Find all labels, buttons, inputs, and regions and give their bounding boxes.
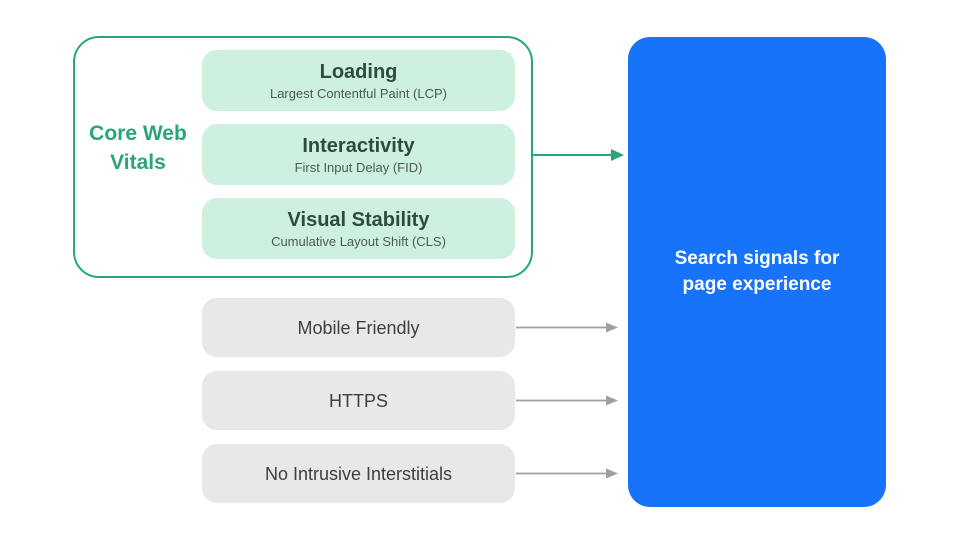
- search-signals-box: Search signals for page experience: [628, 37, 886, 507]
- cwv-pill-interactivity-subtitle: First Input Delay (FID): [294, 159, 423, 175]
- cwv-pill-visual-stability-title: Visual Stability: [287, 208, 430, 231]
- arrow-no-intrusive-interstitials: [516, 468, 618, 479]
- cwv-pill-loading-subtitle: Largest Contentful Paint (LCP): [269, 85, 448, 101]
- core-web-vitals-label: Core Web Vitals: [89, 122, 187, 174]
- signal-pill-https-label: HTTPS: [328, 390, 388, 411]
- signal-pill-mobile-friendly: Mobile Friendly: [202, 298, 515, 357]
- cwv-pill-loading: Loading Largest Contentful Paint (LCP): [202, 50, 515, 111]
- signal-pill-https: HTTPS: [202, 371, 515, 430]
- signal-pill-no-intrusive-interstitials-label: No Intrusive Interstitials: [264, 463, 453, 484]
- arrow-mobile-friendly: [516, 322, 618, 333]
- arrow-core-web-vitals: [533, 149, 624, 161]
- signal-pill-no-intrusive-interstitials: No Intrusive Interstitials: [202, 444, 515, 503]
- arrow-https: [516, 395, 618, 406]
- cwv-pill-interactivity: Interactivity First Input Delay (FID): [202, 124, 515, 185]
- cwv-pill-interactivity-title: Interactivity: [302, 134, 415, 157]
- cwv-pill-visual-stability-subtitle: Cumulative Layout Shift (CLS): [271, 233, 446, 249]
- search-signals-label: Search signals for page experience: [674, 248, 840, 295]
- cwv-pill-visual-stability: Visual Stability Cumulative Layout Shift…: [202, 198, 515, 259]
- signal-pill-mobile-friendly-label: Mobile Friendly: [297, 317, 420, 338]
- cwv-pill-loading-title: Loading: [319, 60, 398, 83]
